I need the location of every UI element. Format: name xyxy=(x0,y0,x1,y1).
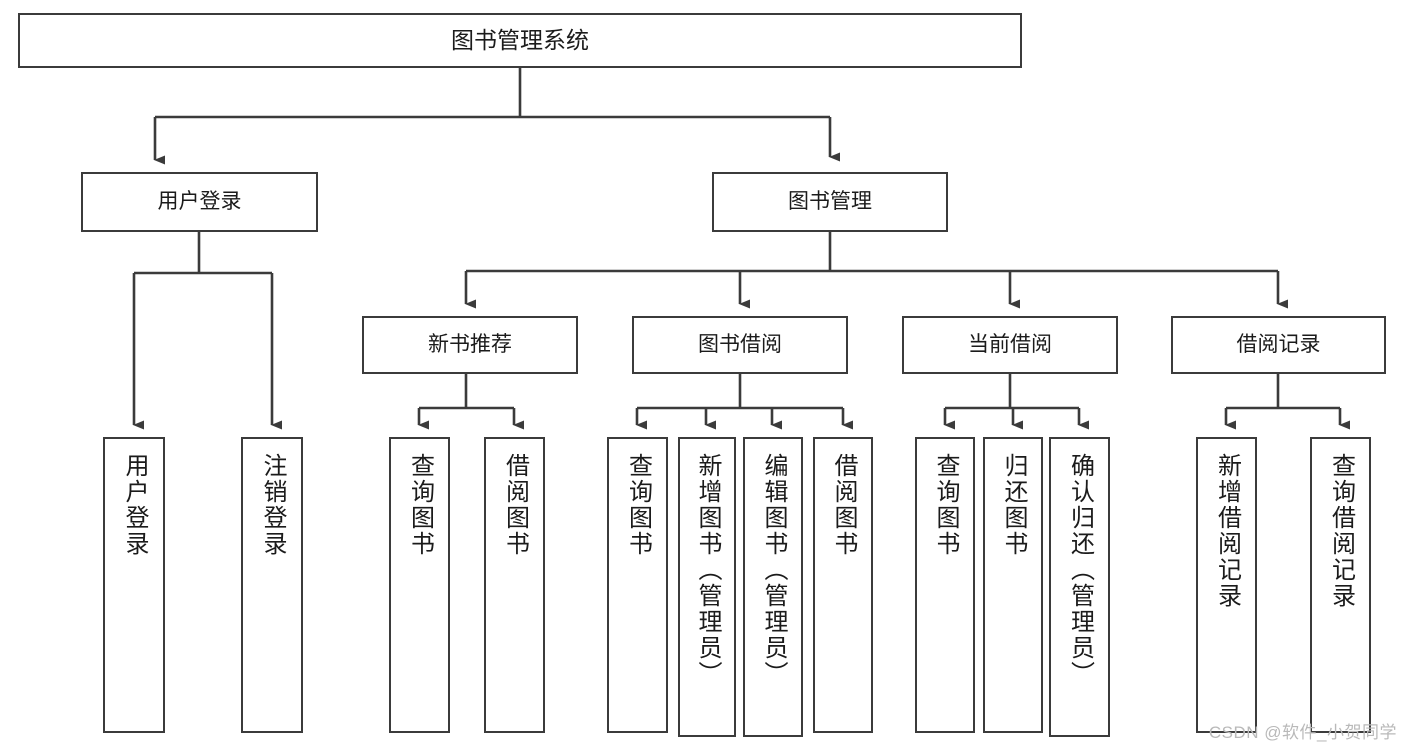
leaf-edit-book-admin-label: 编辑图书（管理员） xyxy=(760,453,787,687)
node-root-label: 图书管理系统 xyxy=(451,26,589,53)
leaf-return-book-label: 归还图书 xyxy=(1000,453,1027,557)
node-current-borrow-label: 当前借阅 xyxy=(968,332,1052,356)
node-borrow-record-label: 借阅记录 xyxy=(1236,332,1321,356)
leaf-add-book-admin-label: 新增图书（管理员） xyxy=(694,453,721,687)
leaf-logout-label: 注销登录 xyxy=(259,453,286,557)
leaf-add-book-admin[interactable]: 新增图书（管理员） xyxy=(678,437,736,737)
watermark: CSDN @软件_小贺同学 xyxy=(1208,723,1397,742)
leaf-borrow-book-recommend-label: 借阅图书 xyxy=(501,453,529,557)
leaf-borrow-book-label: 借阅图书 xyxy=(830,453,857,557)
leaf-query-borrow-record-label: 查询借阅记录 xyxy=(1327,453,1355,609)
node-root[interactable]: 图书管理系统 xyxy=(18,13,1022,68)
leaf-edit-book-admin[interactable]: 编辑图书（管理员） xyxy=(743,437,803,737)
leaf-query-book-borrow-label: 查询图书 xyxy=(624,453,652,557)
leaf-confirm-return-admin[interactable]: 确认归还（管理员） xyxy=(1049,437,1110,737)
node-book-management-label: 图书管理 xyxy=(788,189,872,213)
node-book-borrow-label: 图书借阅 xyxy=(698,332,782,356)
node-new-book-recommend[interactable]: 新书推荐 xyxy=(362,316,578,374)
leaf-query-book-recommend-label: 查询图书 xyxy=(406,453,434,557)
node-book-borrow[interactable]: 图书借阅 xyxy=(632,316,848,374)
leaf-confirm-return-admin-label: 确认归还（管理员） xyxy=(1066,453,1094,687)
leaf-borrow-book[interactable]: 借阅图书 xyxy=(813,437,873,733)
node-borrow-record[interactable]: 借阅记录 xyxy=(1171,316,1386,374)
leaf-query-borrow-record[interactable]: 查询借阅记录 xyxy=(1310,437,1371,733)
leaf-add-borrow-record-label: 新增借阅记录 xyxy=(1213,453,1241,609)
leaf-query-book-recommend[interactable]: 查询图书 xyxy=(389,437,450,733)
leaf-logout[interactable]: 注销登录 xyxy=(241,437,303,733)
node-user-login-label: 用户登录 xyxy=(157,189,242,213)
node-new-book-recommend-label: 新书推荐 xyxy=(428,332,512,356)
leaf-query-book-borrow[interactable]: 查询图书 xyxy=(607,437,668,733)
leaf-user-login-label: 用户登录 xyxy=(121,453,148,557)
leaf-query-book-current-label: 查询图书 xyxy=(932,453,959,557)
node-user-login[interactable]: 用户登录 xyxy=(81,172,318,232)
leaf-add-borrow-record[interactable]: 新增借阅记录 xyxy=(1196,437,1257,733)
leaf-query-book-current[interactable]: 查询图书 xyxy=(915,437,975,733)
leaf-user-login[interactable]: 用户登录 xyxy=(103,437,165,733)
node-book-management[interactable]: 图书管理 xyxy=(712,172,948,232)
node-current-borrow[interactable]: 当前借阅 xyxy=(902,316,1118,374)
leaf-borrow-book-recommend[interactable]: 借阅图书 xyxy=(484,437,545,733)
leaf-return-book[interactable]: 归还图书 xyxy=(983,437,1043,733)
